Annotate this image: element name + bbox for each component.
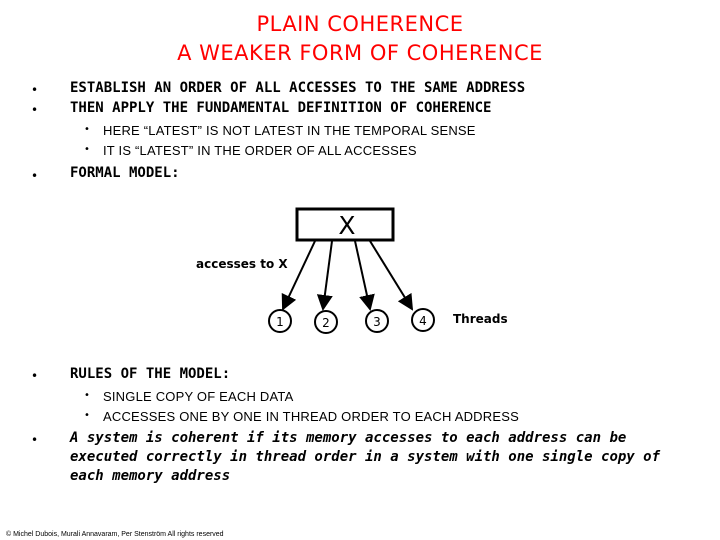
bullet-marker: • xyxy=(31,83,39,97)
thread-node-label: 2 xyxy=(322,316,330,330)
point-rules-of-model: RULES OF THE MODEL: xyxy=(70,366,231,382)
thread-node-label: 3 xyxy=(373,315,381,329)
subpoint-thread-order: ACCESSES ONE BY ONE IN THREAD ORDER TO E… xyxy=(103,409,519,424)
access-arrow-4 xyxy=(369,240,414,311)
threads-label: Threads xyxy=(453,312,508,326)
subpoint-single-copy: SINGLE COPY OF EACH DATA xyxy=(103,389,294,404)
memory-location-box xyxy=(295,207,395,242)
coherence-definition-statement: A system is coherent if its memory acces… xyxy=(70,430,661,484)
slide-title-line2: A WEAKER FORM OF COHERENCE xyxy=(177,41,543,65)
thread-node xyxy=(314,310,338,334)
bullet-marker: • xyxy=(31,103,39,117)
subpoint-latest-not-temporal: HERE “LATEST” IS NOT LATEST IN THE TEMPO… xyxy=(103,123,476,138)
thread-node xyxy=(268,309,292,333)
point-establish-order: ESTABLISH AN ORDER OF ALL ACCESSES TO TH… xyxy=(70,80,526,96)
subpoint-latest-in-order: IT IS “LATEST” IN THE ORDER OF ALL ACCES… xyxy=(103,143,417,158)
point-apply-definition: THEN APPLY THE FUNDAMENTAL DEFINITION OF… xyxy=(70,100,492,116)
accesses-label: accesses to X xyxy=(196,257,288,271)
access-arrow-1 xyxy=(281,240,316,311)
sub-bullet-marker: • xyxy=(84,410,90,421)
sub-bullet-marker: • xyxy=(84,144,90,155)
slide-title-line1: PLAIN COHERENCE xyxy=(256,12,464,36)
access-arrow-2 xyxy=(316,240,333,311)
access-arrow-3 xyxy=(354,240,375,311)
bullet-marker: • xyxy=(31,433,39,447)
bullet-marker: • xyxy=(31,169,39,183)
thread-node-label: 1 xyxy=(276,315,284,329)
thread-node-label: 4 xyxy=(419,314,427,328)
point-formal-model: FORMAL MODEL: xyxy=(70,165,180,181)
sub-bullet-marker: • xyxy=(84,124,90,135)
thread-node xyxy=(365,309,389,333)
thread-node xyxy=(411,308,435,332)
coherence-diagram: X accesses to X 1 2 3 4 Threads xyxy=(196,207,508,334)
memory-location-label: X xyxy=(338,211,355,240)
sub-bullet-marker: • xyxy=(84,390,90,401)
copyright-footer: © Michel Dubois, Murali Annavaram, Per S… xyxy=(6,531,224,538)
bullet-marker: • xyxy=(31,369,39,383)
